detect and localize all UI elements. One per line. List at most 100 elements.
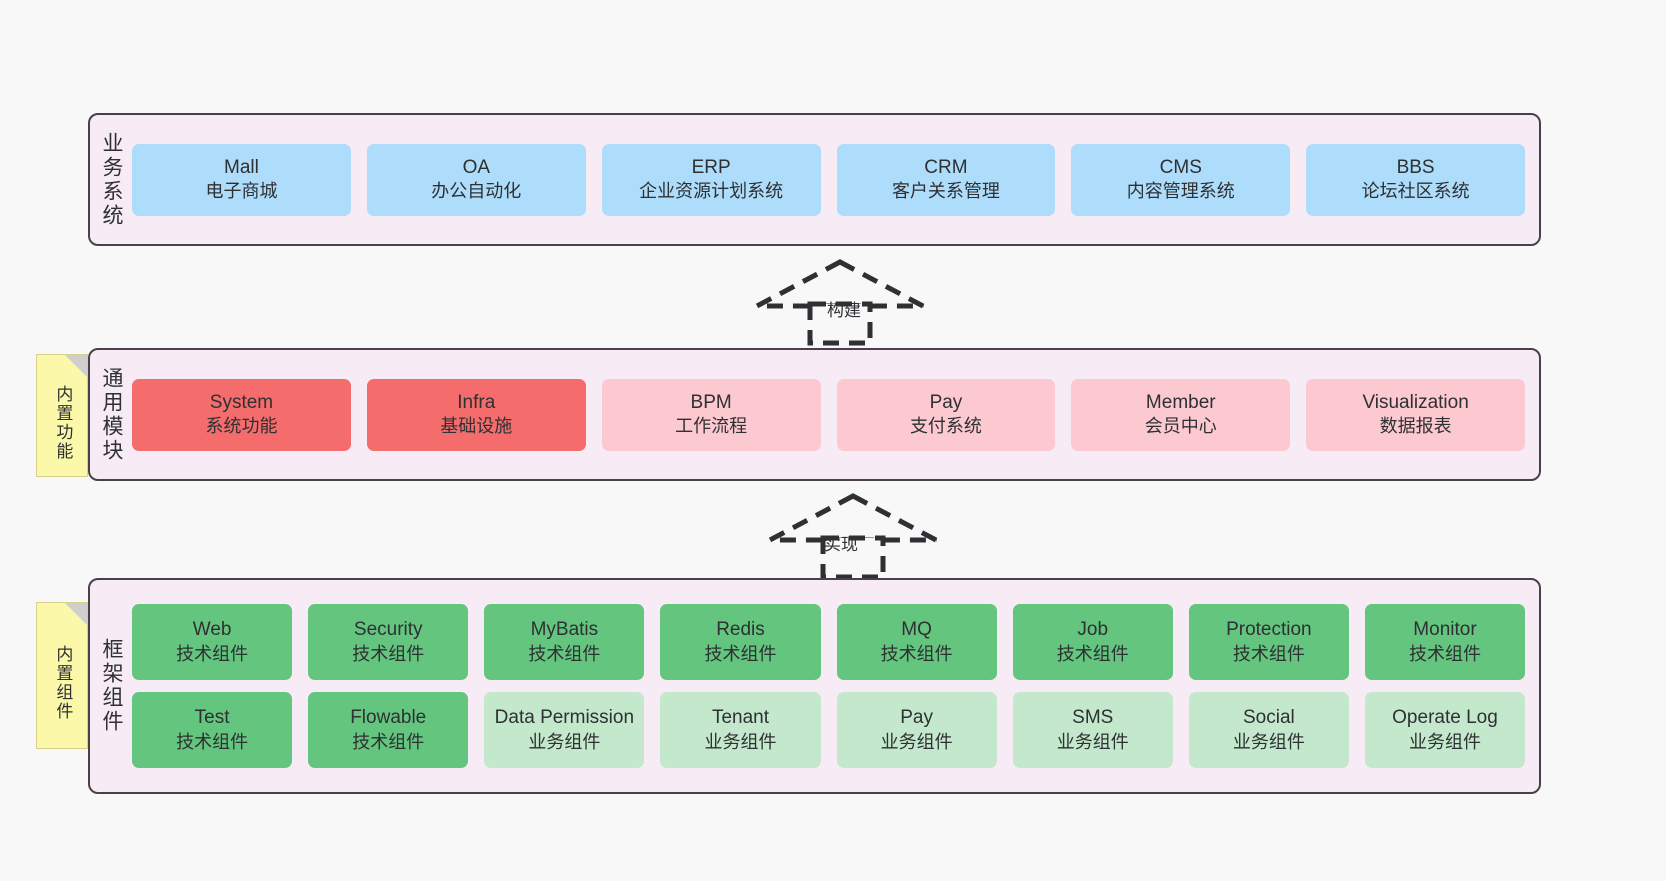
card-title: OA: [462, 156, 491, 178]
card-title: BPM: [690, 391, 732, 413]
card-subtitle: 业务组件: [880, 731, 953, 752]
card-erp[interactable]: ERP 企业资源计划系统: [601, 143, 821, 216]
card-operate-log[interactable]: Operate Log 业务组件: [1364, 692, 1526, 768]
card-flowable[interactable]: Flowable 技术组件: [308, 692, 469, 768]
card-subtitle: 数据报表: [1379, 416, 1452, 437]
card-title: ERP: [691, 156, 731, 178]
card-title: Tenant: [711, 707, 769, 729]
card-subtitle: 企业资源计划系统: [639, 181, 784, 202]
arrow-stem: [807, 301, 873, 346]
card-title: Social: [1242, 707, 1295, 729]
card-subtitle: 技术组件: [352, 643, 425, 664]
card-title: Monitor: [1413, 619, 1477, 641]
note-builtin-features: 内置功能: [36, 354, 88, 477]
card-monitor[interactable]: Monitor 技术组件: [1364, 604, 1526, 680]
card-subtitle: 业务组件: [1232, 731, 1305, 752]
layer-title-framework: 框架组件: [100, 638, 124, 734]
card-title: Pay: [900, 707, 933, 729]
card-bbs[interactable]: BBS 论坛社区系统: [1306, 143, 1526, 216]
card-title: System: [209, 391, 274, 413]
card-title: Pay: [929, 391, 963, 413]
card-title: Job: [1077, 619, 1109, 641]
card-visualization[interactable]: Visualization 数据报表: [1306, 378, 1526, 451]
card-title: Operate Log: [1392, 707, 1498, 729]
card-data-permission[interactable]: Data Permission 业务组件: [484, 692, 645, 768]
card-subtitle: 基础设施: [440, 416, 513, 437]
layer-body-common: System 系统功能 Infra 基础设施 BPM 工作流程 Pay 支付系统…: [128, 350, 1539, 479]
card-subtitle: 技术组件: [176, 643, 249, 664]
card-subtitle: 会员中心: [1144, 416, 1217, 437]
card-title: CRM: [924, 156, 968, 178]
card-subtitle: 支付系统: [909, 416, 982, 437]
card-infra[interactable]: Infra 基础设施: [366, 378, 586, 451]
card-subtitle: 系统功能: [205, 416, 278, 437]
arrowhead-triangle-icon: [755, 259, 925, 309]
layer-body-framework: Web 技术组件 Security 技术组件 MyBatis 技术组件 Redi…: [128, 580, 1539, 792]
note-builtin-components: 内置组件: [36, 602, 88, 749]
connector-build-label: 构建: [827, 301, 861, 320]
card-title: Redis: [716, 619, 765, 641]
card-test[interactable]: Test 技术组件: [132, 692, 293, 768]
card-title: Data Permission: [494, 707, 635, 729]
card-title: Web: [192, 619, 232, 641]
layer-common-modules: 通用模块 System 系统功能 Infra 基础设施 BPM 工作流程 Pay…: [88, 348, 1541, 481]
card-redis[interactable]: Redis 技术组件: [660, 604, 821, 680]
note-label: 内置功能: [53, 384, 73, 461]
card-subtitle: 办公自动化: [431, 181, 522, 202]
card-title: SMS: [1072, 707, 1114, 729]
card-tenant[interactable]: Tenant 业务组件: [660, 692, 821, 768]
arrowhead-triangle-icon: [768, 493, 938, 543]
card-title: Member: [1145, 391, 1216, 413]
note-label: 内置组件: [53, 644, 73, 721]
card-pay-component[interactable]: Pay 业务组件: [836, 692, 997, 768]
card-member[interactable]: Member 会员中心: [1071, 378, 1291, 451]
card-subtitle: 业务组件: [1408, 731, 1481, 752]
framework-row-business: Test 技术组件 Flowable 技术组件 Data Permission …: [132, 692, 1526, 768]
card-mybatis[interactable]: MyBatis 技术组件: [484, 604, 645, 680]
card-title: Protection: [1226, 619, 1312, 641]
card-subtitle: 技术组件: [528, 643, 601, 664]
card-social[interactable]: Social 业务组件: [1188, 692, 1349, 768]
card-subtitle: 论坛社区系统: [1361, 181, 1470, 202]
layer-business-system: 业务系统 Mall 电子商城 OA 办公自动化 ERP 企业资源计划系统 CRM…: [88, 113, 1541, 246]
framework-row-tech: Web 技术组件 Security 技术组件 MyBatis 技术组件 Redi…: [132, 604, 1526, 680]
card-bpm[interactable]: BPM 工作流程: [601, 378, 821, 451]
card-title: Mall: [224, 156, 259, 178]
card-subtitle: 技术组件: [1408, 643, 1481, 664]
card-crm[interactable]: CRM 客户关系管理: [836, 143, 1056, 216]
card-subtitle: 技术组件: [176, 731, 249, 752]
card-subtitle: 技术组件: [352, 731, 425, 752]
card-security[interactable]: Security 技术组件: [308, 604, 469, 680]
card-oa[interactable]: OA 办公自动化: [366, 143, 586, 216]
card-subtitle: 业务组件: [528, 731, 601, 752]
card-job[interactable]: Job 技术组件: [1012, 604, 1173, 680]
card-subtitle: 技术组件: [1232, 643, 1305, 664]
card-subtitle: 业务组件: [704, 731, 777, 752]
card-subtitle: 技术组件: [1056, 643, 1129, 664]
connector-implement-label: 实现: [824, 535, 858, 554]
card-system[interactable]: System 系统功能: [132, 378, 351, 451]
card-title: MyBatis: [530, 619, 599, 641]
card-pay[interactable]: Pay 支付系统: [836, 378, 1056, 451]
layer-title-common: 通用模块: [100, 366, 124, 463]
card-title: BBS: [1396, 156, 1435, 178]
folded-corner-icon: [65, 603, 87, 625]
card-cms[interactable]: CMS 内容管理系统: [1071, 143, 1291, 216]
card-subtitle: 内容管理系统: [1126, 181, 1235, 202]
layer-framework-components: 框架组件 Web 技术组件 Security 技术组件 MyBatis 技术组件…: [88, 578, 1541, 794]
card-title: Flowable: [350, 707, 427, 729]
layer-title-business: 业务系统: [100, 131, 124, 228]
card-protection[interactable]: Protection 技术组件: [1188, 604, 1349, 680]
card-title: Infra: [457, 391, 496, 413]
card-subtitle: 技术组件: [880, 643, 953, 664]
connector-build: 构建: [755, 258, 925, 346]
card-title: Test: [194, 707, 230, 729]
card-sms[interactable]: SMS 业务组件: [1012, 692, 1173, 768]
arrow-stem: [820, 535, 886, 580]
card-subtitle: 技术组件: [704, 643, 777, 664]
card-mq[interactable]: MQ 技术组件: [836, 604, 997, 680]
card-mall[interactable]: Mall 电子商城: [132, 143, 351, 216]
folded-corner-icon: [65, 355, 87, 377]
card-web[interactable]: Web 技术组件: [132, 604, 293, 680]
